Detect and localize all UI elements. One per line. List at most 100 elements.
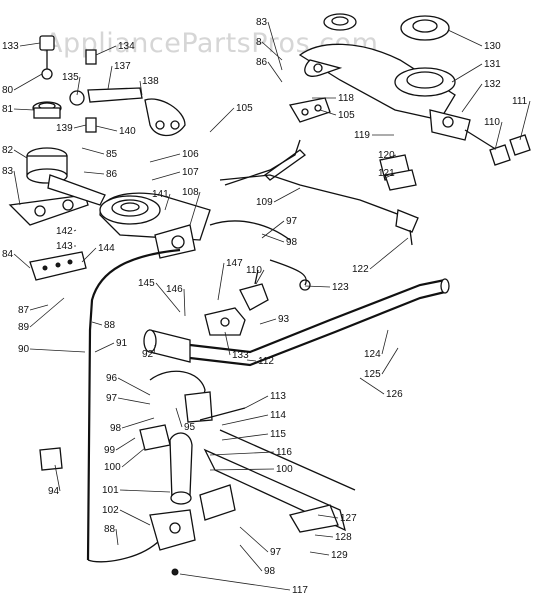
callout-leader-124 (381, 329, 389, 355)
callout-leader-88 (115, 528, 119, 546)
callout-101: 101 (102, 485, 119, 496)
callout-leader-88 (91, 321, 103, 326)
callout-leader-113 (244, 395, 269, 409)
callout-118: 118 (338, 93, 354, 104)
callout-leader-81 (13, 108, 35, 111)
callout-leader-144 (81, 247, 97, 263)
callout-96: 96 (106, 373, 118, 384)
callout-144: 144 (98, 243, 115, 254)
callout-leader-110 (494, 121, 503, 151)
callout-93: 93 (278, 314, 290, 325)
callout-98: 98 (264, 566, 276, 577)
callout-85: 85 (106, 149, 118, 160)
callout-123: 123 (332, 282, 349, 293)
callout-128: 128 (335, 532, 352, 543)
tube-and-valve-right (219, 149, 419, 291)
callout-97: 97 (270, 547, 282, 558)
callout-141: 141 (152, 189, 169, 200)
callout-97: 97 (286, 216, 298, 227)
mounting-bracket-84 (29, 251, 87, 281)
callout-leader-105 (209, 107, 235, 133)
callout-135: 135 (62, 72, 79, 83)
callout-leader-146 (183, 288, 186, 317)
callout-99: 99 (104, 445, 116, 456)
clips-118-105 (224, 97, 417, 191)
callout-leader-109 (273, 187, 301, 203)
callout-leader-110 (255, 269, 265, 285)
callout-leader-135 (76, 76, 81, 96)
manifold-pipe (143, 278, 450, 367)
callout-leader-115 (221, 433, 269, 441)
callout-88: 88 (104, 524, 116, 535)
callout-108: 108 (182, 187, 199, 198)
gas-tube-145 (86, 248, 181, 561)
callout-143: 143 (56, 241, 73, 252)
callout-leader-87 (29, 304, 49, 311)
burner-cap-assembly-left (26, 35, 68, 184)
callout-102: 102 (102, 505, 119, 516)
callout-139: 139 (56, 123, 73, 134)
callout-leader-123 (304, 285, 331, 288)
callout-leader-108 (189, 191, 201, 226)
callout-94: 94 (48, 486, 60, 497)
callout-105: 105 (236, 103, 253, 114)
callout-leader-97 (117, 397, 151, 405)
callout-100: 100 (276, 464, 293, 475)
callout-116: 116 (276, 447, 292, 458)
callout-leader-93 (259, 318, 277, 325)
callout-126: 126 (386, 389, 403, 400)
callout-133: 133 (232, 350, 249, 361)
gas-tube-88 (87, 539, 161, 563)
callout-134: 134 (118, 41, 135, 52)
callout-133: 133 (2, 41, 19, 52)
callout-leader-129 (309, 551, 330, 556)
callout-80: 80 (2, 85, 14, 96)
callout-leader-121 (384, 172, 397, 179)
callout-125: 125 (364, 369, 381, 380)
callout-142: 142 (56, 226, 73, 237)
callout-124: 124 (364, 349, 381, 360)
burner-assembly-right (298, 13, 531, 166)
callout-leader-82 (13, 149, 28, 159)
callout-leader-98 (239, 544, 263, 572)
callout-leader-134 (95, 45, 117, 56)
callout-leader-128 (314, 534, 334, 538)
callout-98: 98 (110, 423, 122, 434)
callout-86: 86 (106, 169, 118, 180)
callout-109: 109 (256, 197, 273, 208)
callout-leader-107 (151, 171, 181, 181)
callout-119: 119 (354, 130, 370, 141)
callout-138: 138 (142, 76, 159, 87)
callout-98: 98 (286, 237, 298, 248)
callout-82: 82 (2, 145, 14, 156)
callout-122: 122 (352, 264, 369, 275)
callout-leader-90 (29, 348, 86, 353)
callout-leader-94 (54, 464, 61, 492)
callout-146: 146 (166, 284, 183, 295)
callout-leader-142 (73, 229, 77, 232)
callout-leader-100 (209, 468, 275, 471)
callout-leader-141 (164, 193, 171, 211)
callout-leader-83 (13, 170, 21, 206)
callout-89: 89 (18, 322, 30, 333)
callout-88: 88 (104, 320, 116, 331)
callout-140: 140 (119, 126, 136, 137)
callout-83: 83 (2, 166, 14, 177)
callout-leader-96 (117, 377, 151, 396)
callout-leader-84 (13, 253, 31, 269)
callout-leader-98 (261, 233, 285, 243)
callout-87: 87 (18, 305, 30, 316)
callout-leader-138 (139, 80, 143, 96)
callout-86: 86 (256, 57, 268, 68)
callout-137: 137 (114, 61, 131, 72)
callout-leader-98 (121, 417, 155, 429)
callout-leader-89 (29, 297, 65, 328)
callout-leader-132 (461, 83, 483, 113)
callout-127: 127 (340, 513, 357, 524)
callout-84: 84 (2, 249, 14, 260)
callout-leader-140 (95, 125, 118, 132)
oven-burner-lower (39, 370, 356, 576)
callout-leader-147 (217, 262, 225, 301)
